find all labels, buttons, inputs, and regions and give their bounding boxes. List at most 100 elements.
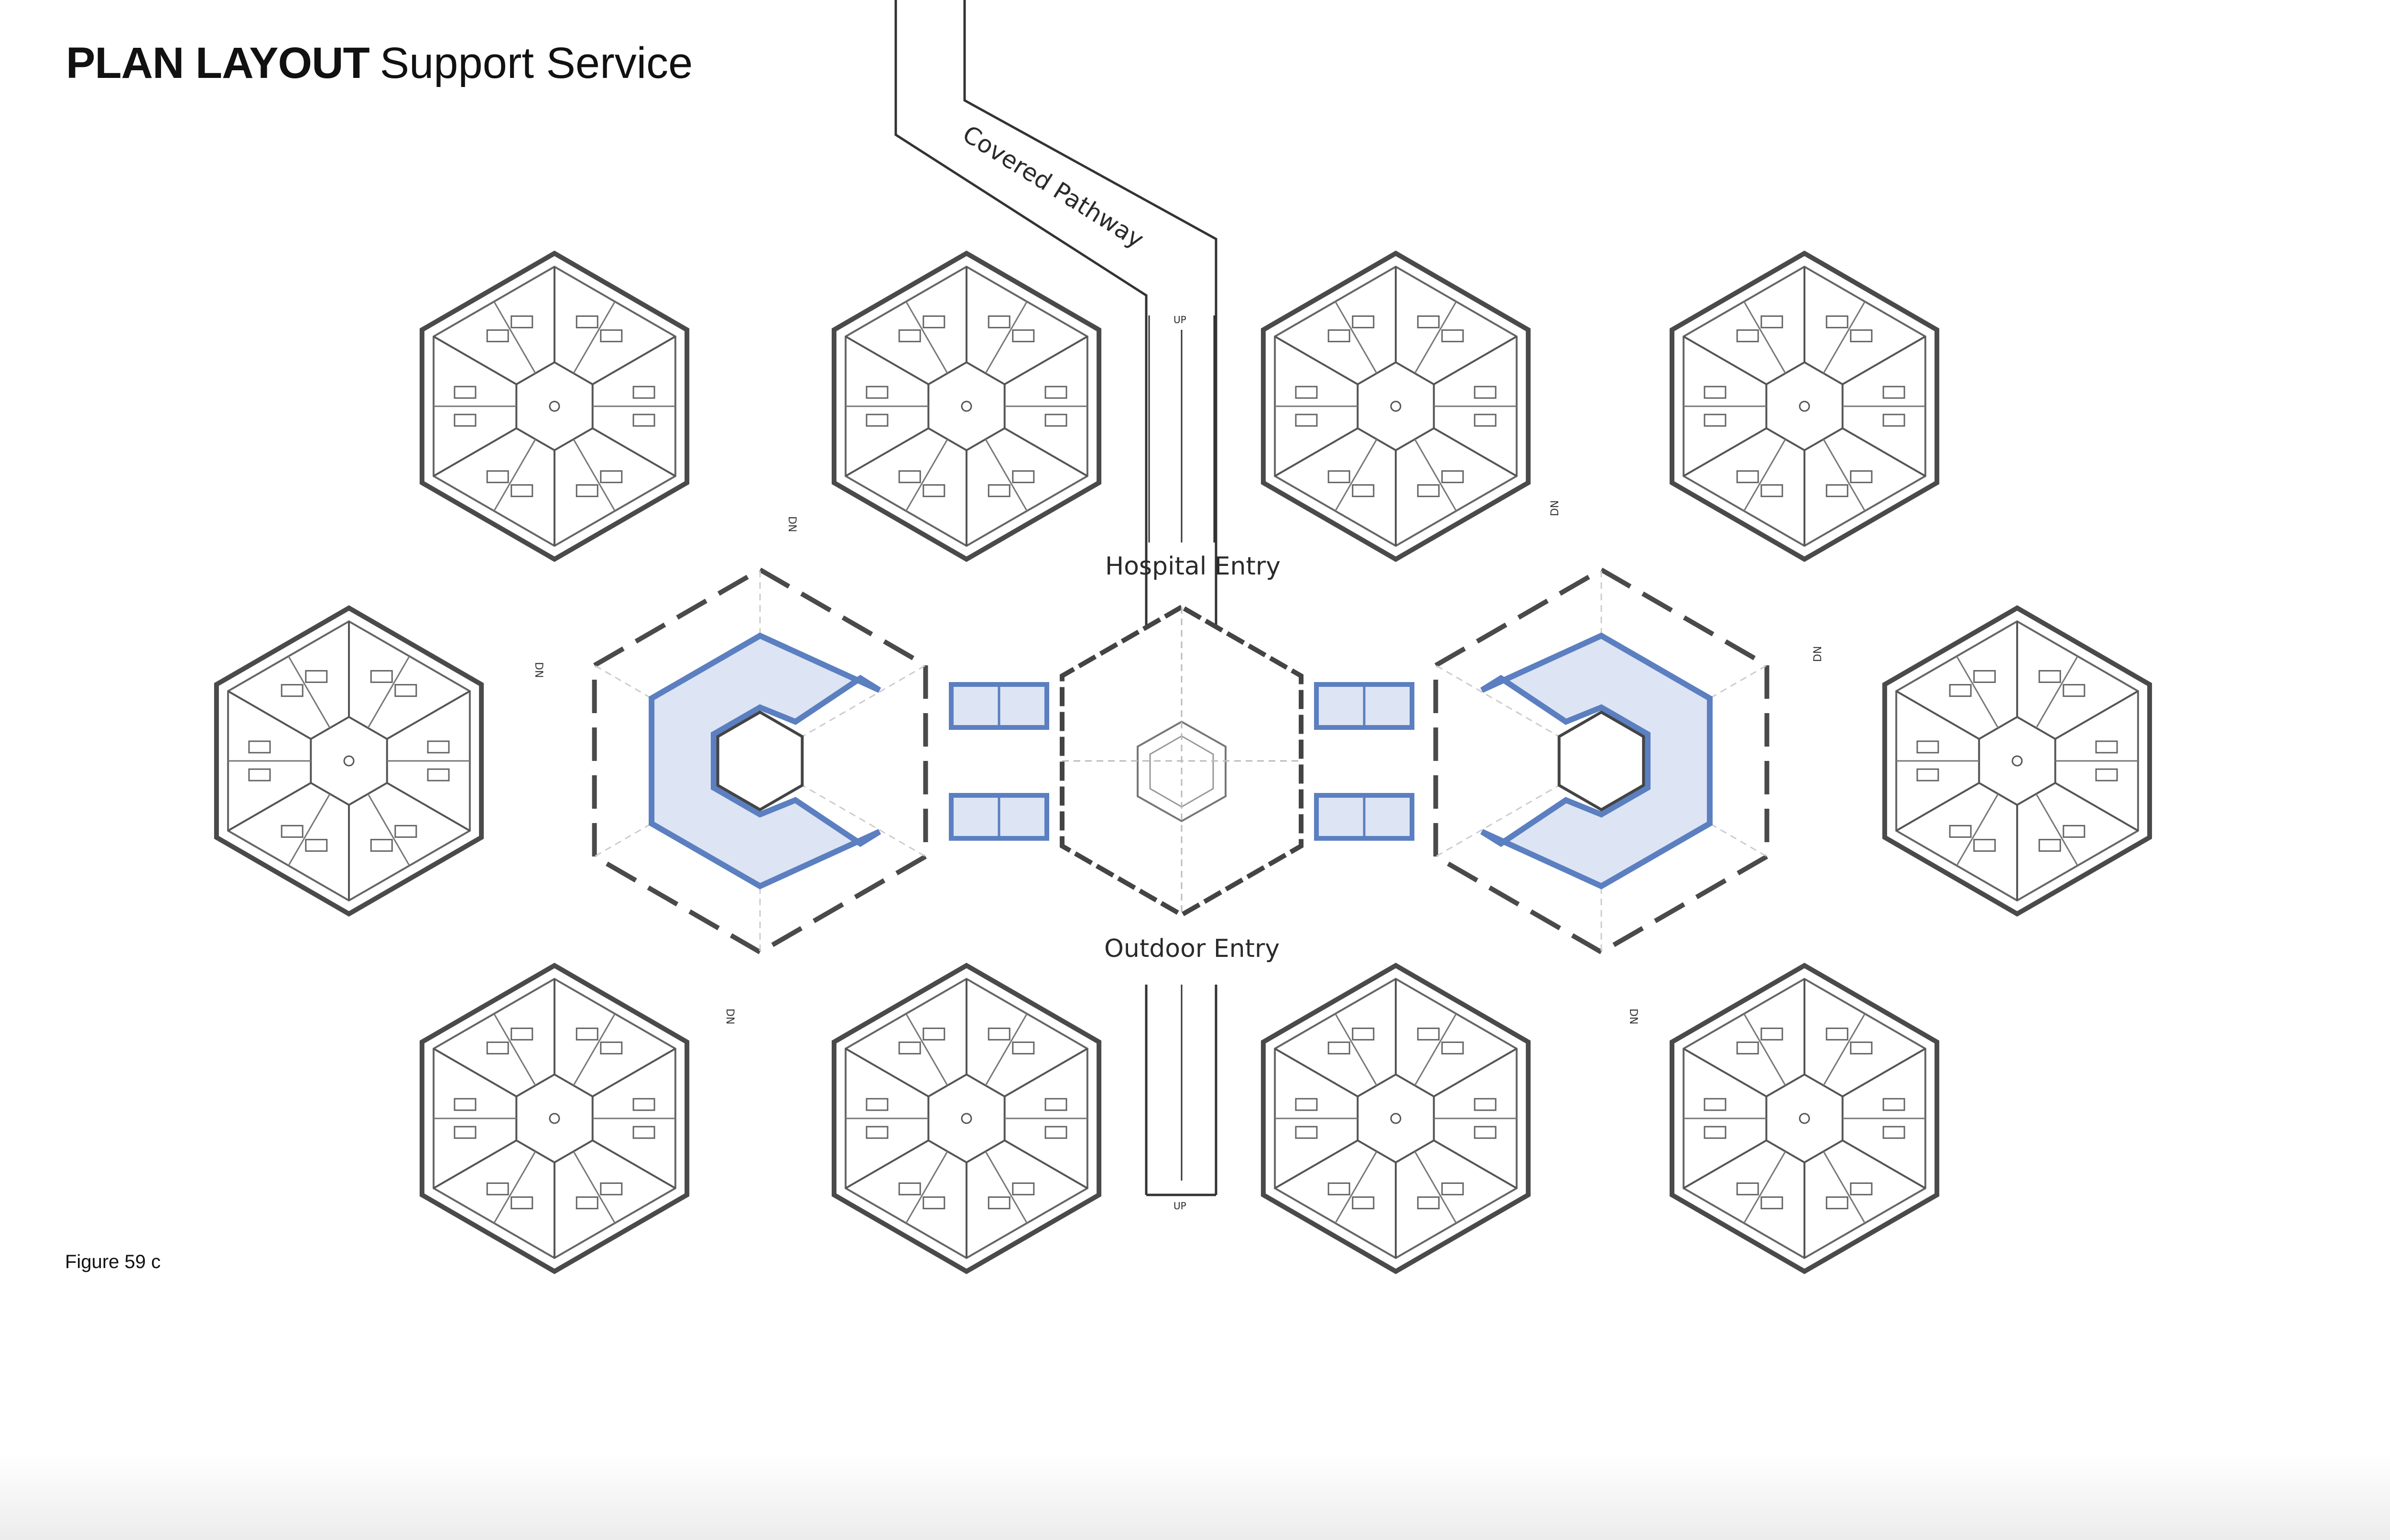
bed bbox=[1850, 1041, 1873, 1055]
bed bbox=[1474, 1098, 1497, 1111]
up-label-top: UP bbox=[1173, 314, 1186, 325]
bed bbox=[1352, 315, 1375, 328]
bed bbox=[281, 684, 304, 697]
bed bbox=[600, 1041, 623, 1055]
bed bbox=[1825, 1196, 1848, 1210]
bed bbox=[1973, 670, 1996, 683]
patient-pod bbox=[1260, 250, 1531, 562]
bed bbox=[486, 1041, 509, 1055]
support-hub bbox=[1433, 567, 1770, 955]
patient-pods bbox=[214, 250, 2152, 1274]
bed bbox=[1417, 484, 1440, 498]
stair-dn-label: DN bbox=[786, 516, 798, 532]
bed bbox=[1295, 413, 1318, 427]
bed bbox=[1012, 329, 1035, 343]
bed bbox=[898, 329, 921, 343]
bed bbox=[454, 1098, 477, 1111]
bed bbox=[2095, 768, 2118, 781]
bed bbox=[1295, 1098, 1318, 1111]
bed bbox=[1295, 386, 1318, 399]
support-hubs bbox=[592, 567, 1770, 955]
bed bbox=[427, 768, 450, 781]
stair-dn-label: DN bbox=[1812, 646, 1824, 662]
pod-center-mark bbox=[1799, 1113, 1810, 1124]
bed bbox=[370, 839, 393, 852]
up-label-bottom: UP bbox=[1173, 1200, 1186, 1212]
bed bbox=[486, 470, 509, 483]
bed bbox=[248, 740, 271, 754]
bed bbox=[2063, 684, 2086, 697]
bed bbox=[486, 329, 509, 343]
bed bbox=[988, 315, 1010, 328]
pod-center-mark bbox=[2011, 755, 2023, 767]
patient-pod bbox=[1669, 250, 1940, 562]
bed bbox=[923, 1027, 945, 1041]
pod-center-mark bbox=[961, 1113, 972, 1124]
bed bbox=[898, 1041, 921, 1055]
bed bbox=[600, 470, 623, 483]
bed bbox=[1417, 1027, 1440, 1041]
pod-center-mark bbox=[1799, 401, 1810, 412]
pod-center-mark bbox=[343, 755, 355, 767]
bed bbox=[1916, 768, 1939, 781]
patient-pod bbox=[831, 250, 1102, 562]
covered-pathway bbox=[894, 0, 1217, 1196]
bed bbox=[600, 329, 623, 343]
stair-dn-label: DN bbox=[1549, 500, 1561, 516]
bed bbox=[1441, 1041, 1464, 1055]
patient-pod bbox=[419, 250, 690, 562]
bed bbox=[511, 1196, 533, 1210]
patient-pod bbox=[419, 963, 690, 1274]
bed bbox=[511, 315, 533, 328]
bed bbox=[576, 1196, 598, 1210]
bed bbox=[1012, 1182, 1035, 1195]
title-light: Support Service bbox=[380, 39, 693, 87]
support-hub bbox=[592, 567, 928, 955]
bed bbox=[988, 1196, 1010, 1210]
bed bbox=[511, 484, 533, 498]
bottom-fade bbox=[0, 1453, 2390, 1540]
bed bbox=[1704, 1098, 1727, 1111]
bed bbox=[1012, 1041, 1035, 1055]
bed bbox=[1441, 1182, 1464, 1195]
bed bbox=[1704, 1126, 1727, 1139]
bed bbox=[923, 1196, 945, 1210]
bed bbox=[1295, 1126, 1318, 1139]
bed bbox=[1973, 839, 1996, 852]
bed bbox=[1882, 413, 1905, 427]
bed bbox=[1474, 386, 1497, 399]
bed bbox=[1949, 824, 1972, 838]
patient-pod bbox=[1669, 963, 1940, 1274]
bed bbox=[866, 1098, 889, 1111]
bed bbox=[1825, 484, 1848, 498]
central-entry-hall bbox=[1060, 604, 1304, 918]
bed bbox=[632, 413, 655, 427]
bed bbox=[1417, 315, 1440, 328]
bed bbox=[866, 1126, 889, 1139]
bed bbox=[1882, 1098, 1905, 1111]
bed bbox=[1044, 386, 1067, 399]
bed bbox=[394, 824, 417, 838]
bed bbox=[1327, 329, 1350, 343]
bed bbox=[1882, 386, 1905, 399]
bed bbox=[1760, 315, 1783, 328]
bed bbox=[248, 768, 271, 781]
bed bbox=[1417, 1196, 1440, 1210]
support-service-zone bbox=[1480, 632, 1713, 889]
bed bbox=[1327, 470, 1350, 483]
bed bbox=[1044, 413, 1067, 427]
bed bbox=[600, 1182, 623, 1195]
bed bbox=[1736, 470, 1759, 483]
bed bbox=[454, 413, 477, 427]
bed bbox=[1850, 470, 1873, 483]
title-bold: PLAN LAYOUT bbox=[66, 39, 370, 87]
bed bbox=[1916, 740, 1939, 754]
bed bbox=[1850, 1182, 1873, 1195]
outdoor-entry-label: Outdoor Entry bbox=[1104, 934, 1280, 963]
bed bbox=[632, 386, 655, 399]
bed bbox=[281, 824, 304, 838]
bed bbox=[1825, 315, 1848, 328]
patient-pod bbox=[831, 963, 1102, 1274]
bed bbox=[454, 386, 477, 399]
